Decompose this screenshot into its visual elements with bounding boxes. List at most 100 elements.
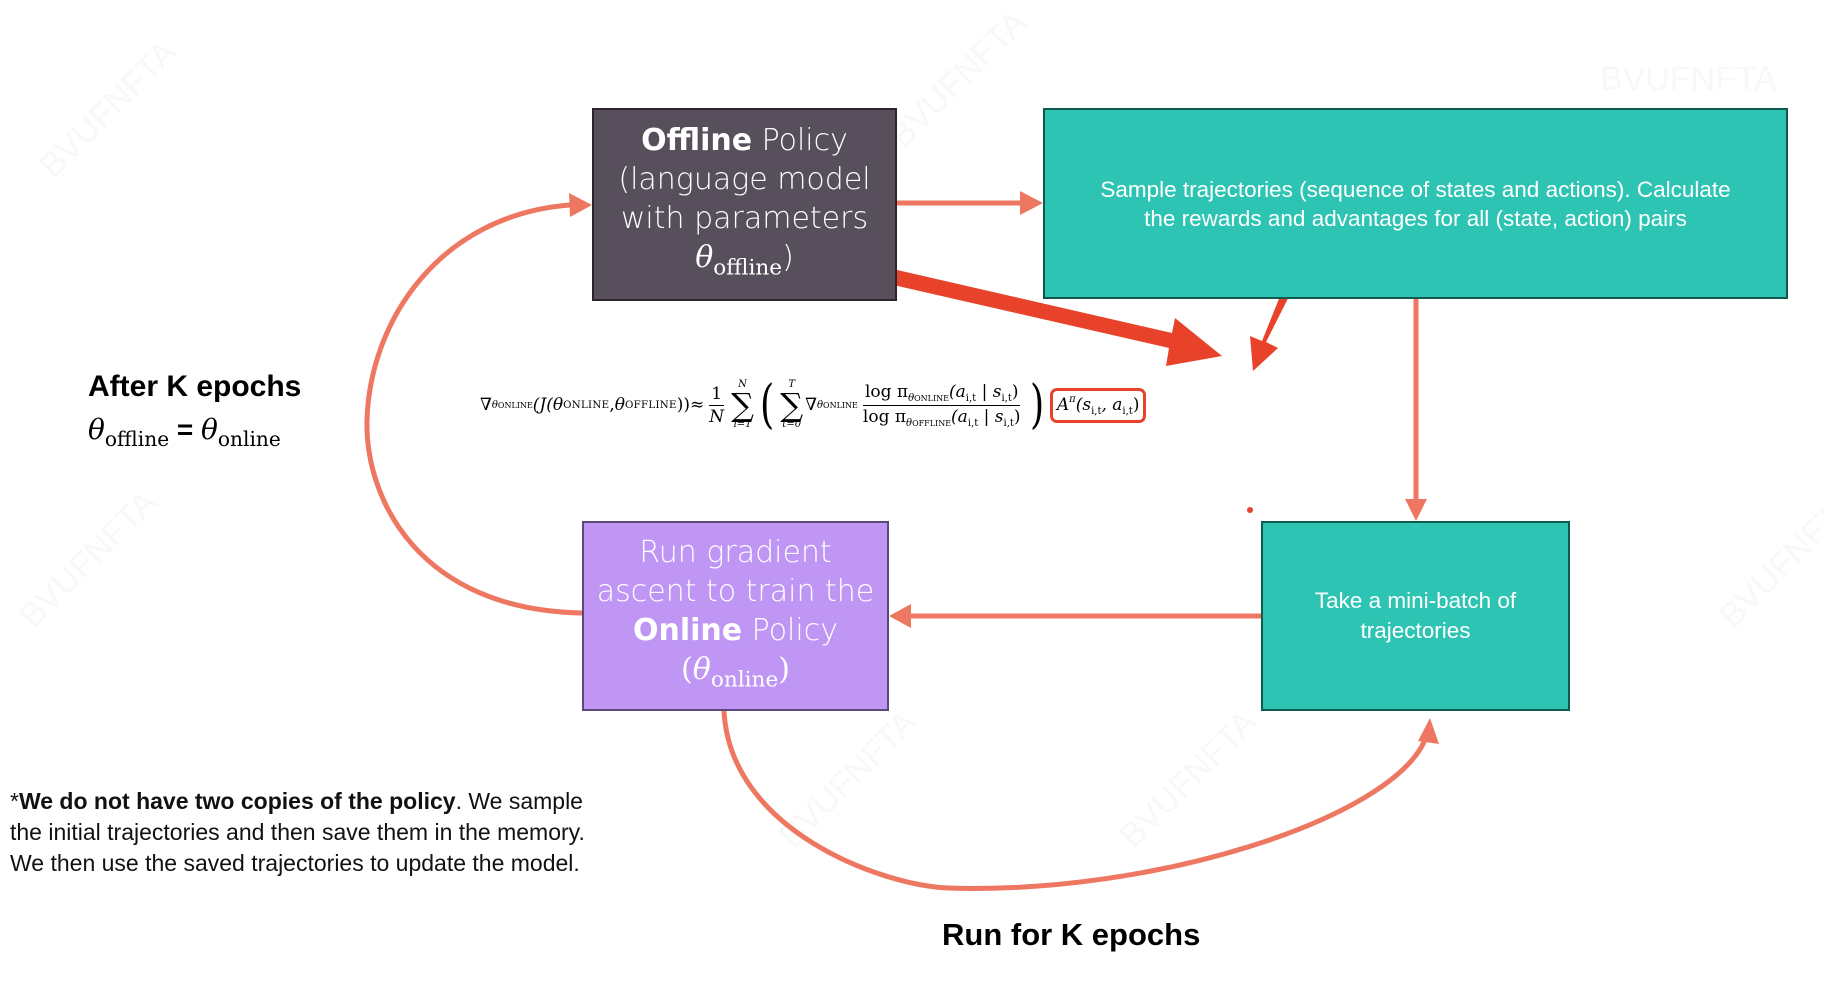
close-paren: ) [778, 651, 790, 687]
log-pi: log π [862, 406, 907, 427]
theta-symbol: θ [692, 651, 711, 687]
index-sub: i,t [965, 392, 977, 404]
numerator: 1 [709, 383, 725, 406]
online-line1: Run gradient [639, 534, 832, 570]
probability-ratio: log πθONLINE(ai,t | si,t) log πθOFFLINE(… [861, 382, 1023, 429]
sum-lower: i=1 [733, 419, 752, 430]
sigma-symbol: ∑ [731, 386, 754, 424]
sigma-symbol: ∑ [780, 386, 804, 424]
theta-symbol: θ [491, 399, 498, 411]
theta-symbol: θ [614, 395, 625, 415]
theta-symbol: θ [552, 395, 564, 415]
minibatch-line2: trajectories [1360, 618, 1471, 643]
sum-lower: t=0 [782, 419, 802, 430]
offline-policy-box: Offline Policy (language model with para… [592, 108, 897, 301]
offline-line2: (language model [618, 162, 871, 198]
index-sub: i,t [1001, 392, 1012, 404]
advantage-symbol: A [1056, 394, 1070, 415]
note-bold: We do not have two copies of the policy [18, 788, 456, 814]
asterisk: * [10, 788, 19, 814]
big-open-paren: ( [760, 375, 775, 435]
sum-upper: T [788, 379, 796, 390]
theta-symbol: θ [88, 413, 105, 446]
sample-line1: Sample trajectories (sequence of states … [1100, 176, 1731, 202]
ratio-denominator: log πθOFFLINE(ai,t | si,t) [861, 406, 1023, 429]
sum-upper: N [738, 379, 747, 390]
watermark: BVUFNFTA [772, 703, 925, 856]
lhs-close: )) [676, 395, 690, 415]
red-dot-marker [1247, 507, 1253, 513]
theta-symbol: θ [908, 392, 915, 404]
offline-bold-label: Offline [641, 123, 753, 159]
arrow-minibatch-to-online [889, 604, 1261, 628]
offline-subscript: OFFLINE [912, 418, 952, 428]
close-paren: ) [1013, 406, 1021, 427]
arrow-offline-to-sample [897, 191, 1043, 215]
denominator: N [709, 406, 725, 427]
note-line3: We then use the saved trajectories to up… [10, 850, 580, 876]
log-pi: log π [864, 381, 909, 402]
approx-symbol: ≈ [690, 395, 705, 415]
watermark: BVUFNFTA [882, 3, 1035, 156]
watermark: BVUFNFTA [1112, 703, 1265, 856]
theta-subscript: online [710, 667, 779, 693]
online-title-rest: Policy [742, 612, 838, 648]
theta-subscript: offline [713, 255, 783, 281]
online-title: Online Policy [633, 611, 838, 650]
theta-symbol: θ [695, 240, 714, 276]
theta-symbol: θ [201, 413, 218, 446]
theta-subscript: online [217, 427, 281, 452]
after-k-epochs-label: After K epochs [88, 370, 302, 403]
watermark: BVUFNFTA [1600, 60, 1777, 98]
ratio-numerator: log πθONLINE(ai,t | si,t) [862, 381, 1021, 406]
index-sub: i,t [967, 417, 979, 429]
online-policy-box: Run gradient ascent to train the Online … [582, 521, 889, 711]
advantage-highlight-box: Aπ(si,t, ai,t) [1049, 387, 1147, 423]
online-theta: (θonline) [681, 650, 790, 700]
theta-symbol: θ [816, 399, 824, 411]
state-arg: (s [1075, 394, 1092, 415]
watermark: BVUFNFTA [1712, 483, 1824, 636]
watermark: BVUFNFTA [12, 483, 165, 636]
action-arg: (a [948, 381, 966, 402]
state-arg: | s [978, 406, 1004, 427]
footnote: *We do not have two copies of the policy… [10, 786, 730, 879]
index-sub: i,t [1122, 405, 1133, 417]
online-bold-label: Online [633, 612, 743, 648]
sample-trajectories-box: Sample trajectories (sequence of states … [1043, 108, 1788, 299]
note-line1: *We do not have two copies of the policy… [10, 786, 730, 817]
offline-policy-title: Offline Policy [641, 121, 848, 160]
note-rest: . We sample [455, 788, 583, 814]
offline-title-rest: Policy [752, 123, 848, 159]
advantage-superscript: π [1069, 393, 1076, 405]
index-sub: i,t [1003, 417, 1014, 429]
inner-sum: T∑t=0 [780, 380, 803, 430]
action-arg: (a [951, 406, 968, 427]
state-arg: | s [976, 381, 1002, 402]
offline-theta: θoffline) [695, 238, 794, 288]
online-subscript: ONLINE [563, 399, 610, 411]
online-line2: ascent to train the [596, 573, 875, 609]
open-paren: ( [681, 651, 693, 687]
minibatch-box: Take a mini-batch of trajectories [1261, 521, 1570, 711]
watermark: BVUFNFTA [32, 33, 185, 186]
equals-sign: = [169, 414, 202, 445]
offline-subscript: OFFLINE [625, 399, 677, 411]
note-line2: the initial trajectories and then save t… [10, 819, 585, 845]
nabla-symbol: ∇ [805, 395, 817, 415]
online-subscript: ONLINE [823, 400, 858, 410]
index-sub: i,t [1091, 405, 1102, 417]
arrow-sample-to-minibatch [1405, 299, 1427, 521]
close-paren: ) [1132, 394, 1140, 415]
big-close-paren: ) [1029, 375, 1044, 435]
online-subscript: ONLINE [914, 393, 949, 403]
lhs-open: (J( [532, 395, 553, 415]
close-paren: ) [782, 240, 794, 276]
theta-update-equation: θoffline = θonline [88, 413, 281, 451]
sample-line2: the rewards and advantages for all (stat… [1144, 205, 1687, 231]
offline-line3: with parameters [620, 201, 869, 237]
outer-sum: N∑i=1 [731, 380, 754, 430]
online-subscript: ONLINE [497, 400, 533, 410]
